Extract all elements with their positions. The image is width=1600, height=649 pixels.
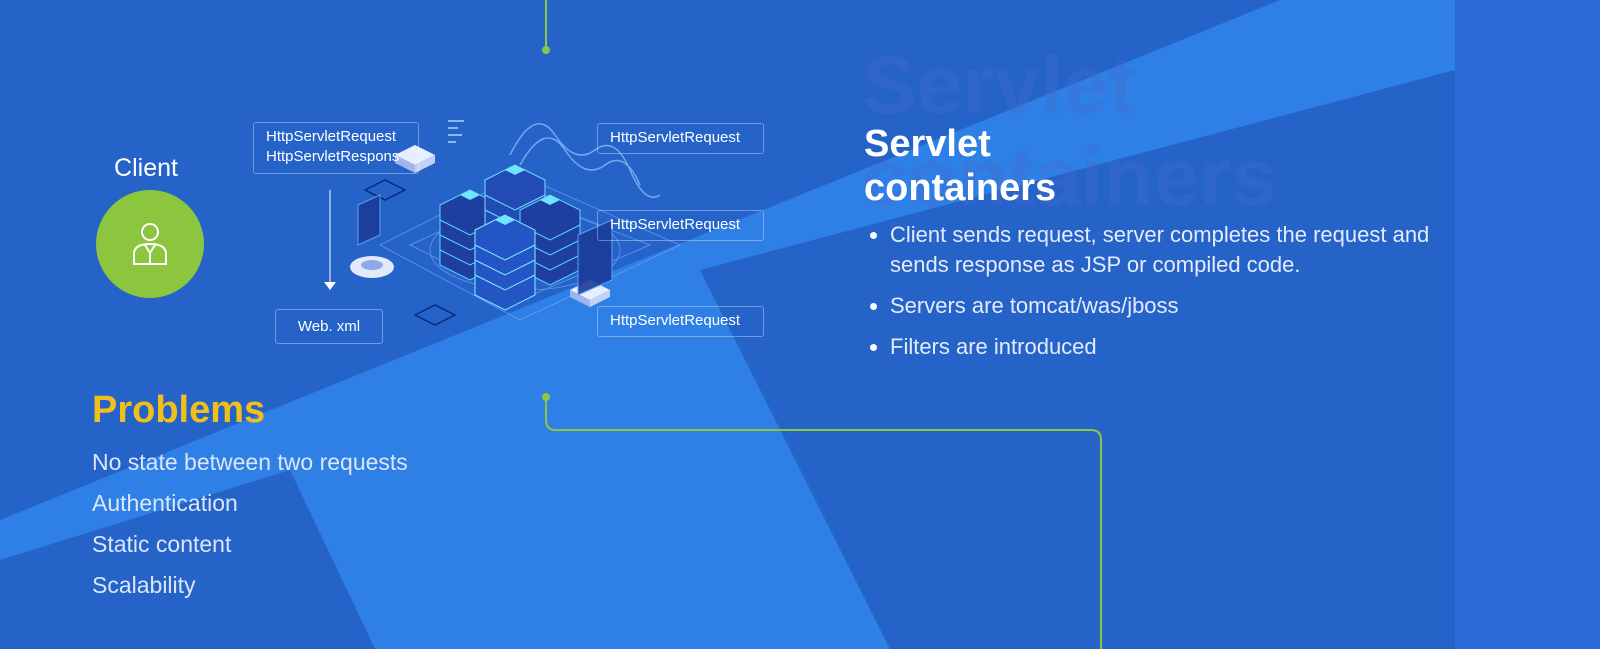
code-panel [448,120,464,143]
right-request-box-3: HttpServletRequest [597,306,764,337]
server-illustration [350,120,682,326]
servlet-title: Servlet containers [864,122,1056,210]
right-request-label-3: HttpServletRequest [610,312,741,329]
right-request-label-2: HttpServletRequest [610,216,741,233]
right-request-box-2: HttpServletRequest [597,210,764,241]
disk-ring [350,256,394,278]
bottom-connector-line [545,397,1102,649]
right-request-label-1: HttpServletRequest [610,129,741,146]
servlet-title-line-2: containers [864,167,1057,209]
servlet-bullets: Client sends request, server completes t… [862,220,1462,373]
right-request-box-1: HttpServletRequest [597,123,764,154]
servlet-title-line-1: Servlet [864,123,991,165]
servlet-bullet: Filters are introduced [862,332,1462,362]
server-rack-front [474,214,536,311]
problem-item: Scalability [92,572,196,598]
left-request-box: HttpServletRequest HttpServletRespons [253,122,419,174]
servlet-bullet: Servers are tomcat/was/jboss [862,291,1462,321]
waveform [509,123,661,198]
problem-item: Static content [92,531,232,557]
left-request-line-1: HttpServletRequest [266,128,397,145]
diagonal-band [0,0,1455,649]
client-circle [96,190,204,298]
side-panels [357,194,613,296]
web-xml-box: Web. xml [275,309,383,344]
left-request-line-2: HttpServletRespons [266,148,400,165]
problem-item: Authentication [92,490,238,516]
right-panel [1455,0,1600,649]
servlet-bullet: Client sends request, server completes t… [862,220,1462,280]
problems-title: Problems [92,389,266,431]
problems-list: No state between two requests Authentica… [92,442,408,606]
down-arrow-icon [324,190,336,290]
person-icon [133,223,167,265]
web-xml-label: Web. xml [297,318,361,335]
top-connector-dot [542,46,550,54]
problem-item: No state between two requests [92,449,408,475]
servlet-watermark: Servlet containers [862,40,1277,223]
client-label: Client [114,154,178,182]
